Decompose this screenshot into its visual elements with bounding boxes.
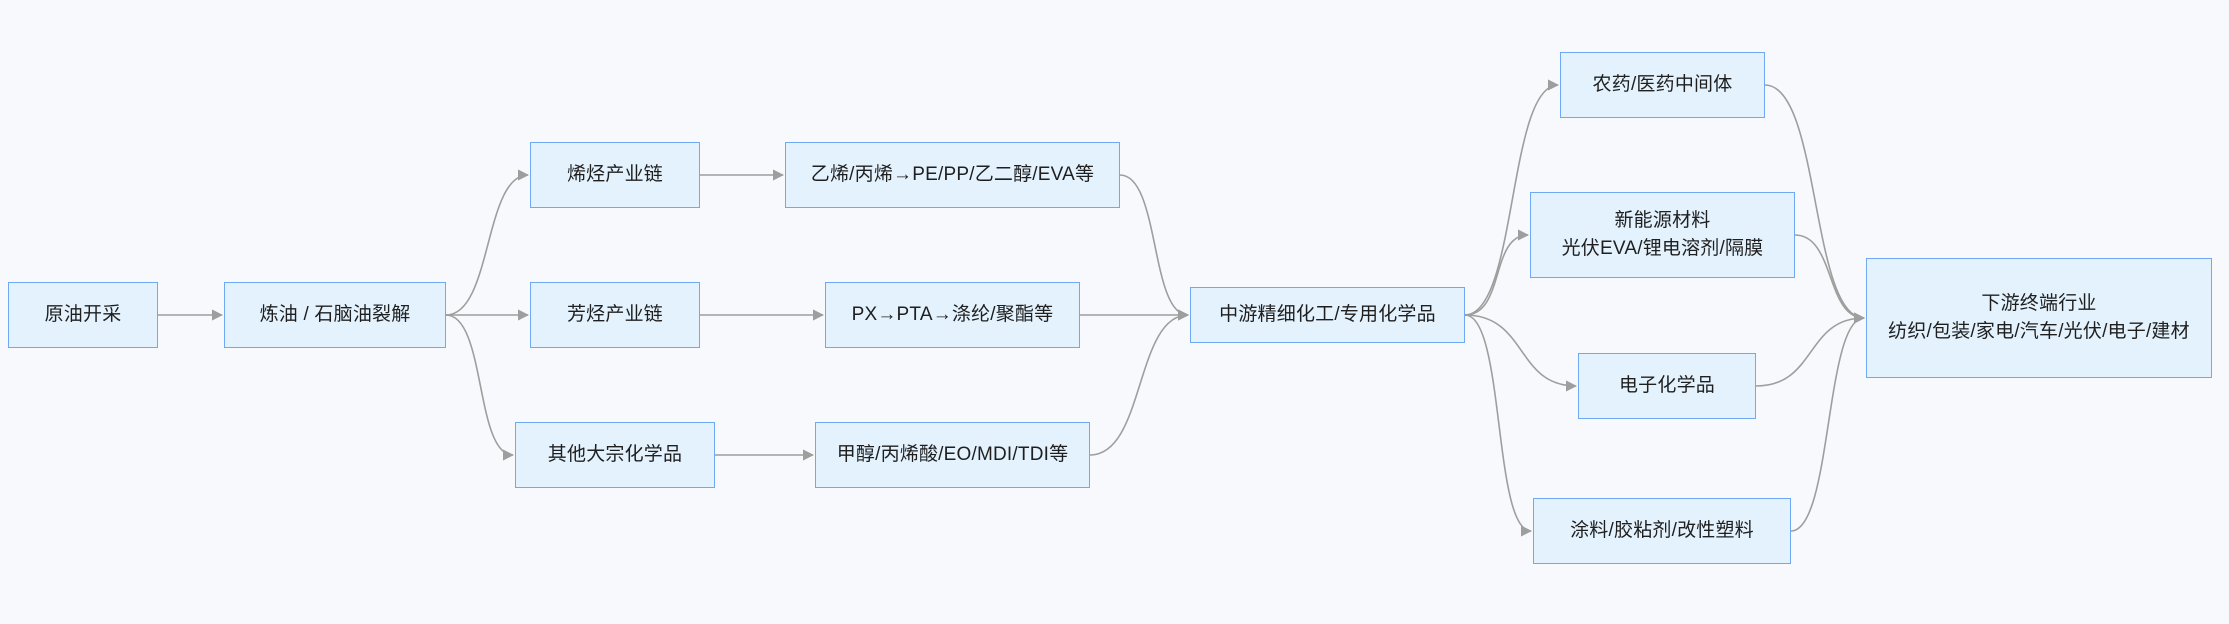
node-label: 涂料/胶粘剂/改性塑料 xyxy=(1570,520,1754,542)
node-coatings[interactable]: 涂料/胶粘剂/改性塑料 xyxy=(1533,498,1791,564)
node-aromatic[interactable]: 芳烃产业链 xyxy=(530,282,700,348)
edge-midstream-to-coatings xyxy=(1464,314,1533,537)
node-label: PX→PTA→涤纶/聚酯等 xyxy=(851,304,1054,326)
node-label: 新能源材料 光伏EVA/锂电溶剂/隔膜 xyxy=(1561,210,1764,259)
node-label: 其他大宗化学品 xyxy=(547,444,683,466)
node-label: 下游终端行业 纺织/包装/家电/汽车/光伏/电子/建材 xyxy=(1888,293,2190,342)
edge-coatings-to-downstream xyxy=(1790,312,1866,532)
node-label: 农药/医药中间体 xyxy=(1592,74,1733,96)
node-agro_pharma[interactable]: 农药/医药中间体 xyxy=(1560,52,1765,118)
node-midstream[interactable]: 中游精细化工/专用化学品 xyxy=(1190,287,1465,343)
node-label: 甲醇/丙烯酸/EO/MDI/TDI等 xyxy=(836,444,1069,466)
node-downstream[interactable]: 下游终端行业 纺织/包装/家电/汽车/光伏/电子/建材 xyxy=(1866,258,2212,378)
node-olefin[interactable]: 烯烃产业链 xyxy=(530,142,700,208)
node-bulk_prod[interactable]: 甲醇/丙烯酸/EO/MDI/TDI等 xyxy=(815,422,1090,488)
node-label: 烯烃产业链 xyxy=(566,164,663,186)
node-aromatic_prod[interactable]: PX→PTA→涤纶/聚酯等 xyxy=(825,282,1080,348)
node-label: 芳烃产业链 xyxy=(566,304,663,326)
edge-midstream-to-new_energy xyxy=(1464,229,1530,316)
edge-refining-to-olefin xyxy=(445,169,530,316)
edge-midstream-to-electronic xyxy=(1464,314,1578,392)
node-olefin_prod[interactable]: 乙烯/丙烯→PE/PP/乙二醇/EVA等 xyxy=(785,142,1120,208)
node-bulk_other[interactable]: 其他大宗化学品 xyxy=(515,422,715,488)
node-label: 乙烯/丙烯→PE/PP/乙二醇/EVA等 xyxy=(810,164,1095,186)
node-crude[interactable]: 原油开采 xyxy=(8,282,158,348)
node-electronic[interactable]: 电子化学品 xyxy=(1578,353,1756,419)
node-refining[interactable]: 炼油 / 石脑油裂解 xyxy=(224,282,446,348)
node-label: 电子化学品 xyxy=(1618,375,1715,397)
node-new_energy[interactable]: 新能源材料 光伏EVA/锂电溶剂/隔膜 xyxy=(1530,192,1795,278)
edge-olefin_prod-to-midstream xyxy=(1119,174,1190,321)
node-label: 原油开采 xyxy=(44,304,122,326)
edge-bulk_prod-to-midstream xyxy=(1089,309,1190,456)
node-label: 炼油 / 石脑油裂解 xyxy=(259,304,411,326)
edge-refining-to-bulk_other xyxy=(445,314,515,461)
edge-electronic-to-downstream xyxy=(1755,312,1866,387)
node-label: 中游精细化工/专用化学品 xyxy=(1219,304,1436,326)
edge-new_energy-to-downstream xyxy=(1794,234,1866,324)
